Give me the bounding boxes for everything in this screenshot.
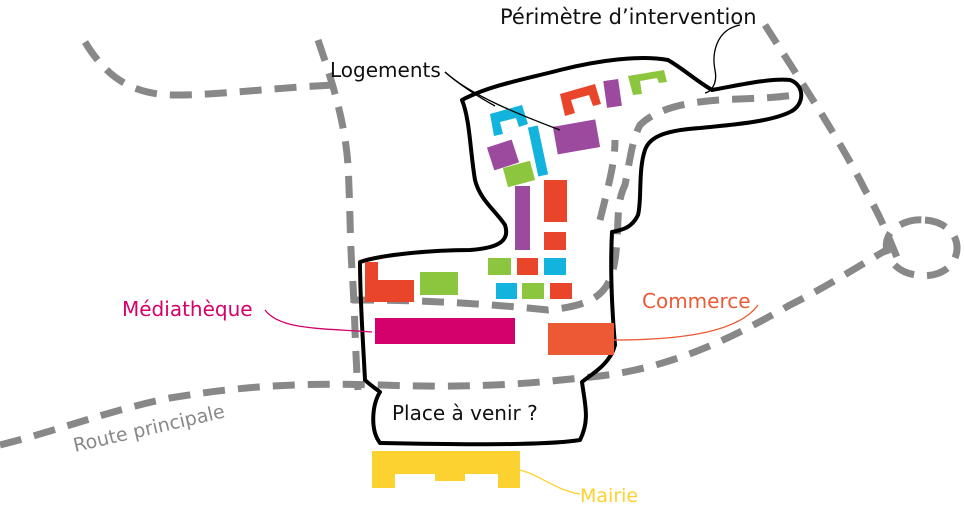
- leader-mairie: [519, 469, 581, 495]
- logement-block-cyan-bar: [527, 125, 549, 177]
- logement-block-red-bracket: [560, 84, 601, 116]
- mairie-block: [372, 451, 520, 488]
- road-top-left-curve: [82, 40, 336, 99]
- logement-block-green-1: [502, 160, 536, 188]
- logement-block-cyan-2: [496, 283, 517, 299]
- logement-block-red-4: [550, 283, 572, 299]
- logement-block-green-2: [488, 258, 511, 275]
- logement-block-purple-3: [603, 79, 622, 108]
- label-commerce: Commerce: [642, 289, 751, 313]
- leader-commerce: [613, 304, 759, 341]
- roads: [0, 23, 961, 449]
- logement-block-green-4: [420, 272, 458, 295]
- logement-block-red-3: [517, 258, 538, 275]
- label-perimetre-intervention: Périmètre d’intervention: [500, 5, 757, 29]
- road-inner-left-segment: [596, 139, 619, 221]
- label-mediatheque: Médiathèque: [122, 297, 253, 321]
- leader-mediatheque: [264, 309, 373, 333]
- road-inner-dashed: [351, 90, 801, 314]
- perimetre-intervention-outline: [358, 56, 804, 447]
- logement-block-red-2: [544, 232, 566, 250]
- road-right-diagonal: [762, 23, 904, 267]
- leader-lines: [264, 24, 759, 495]
- roundabout: [882, 216, 961, 280]
- logement-block-green-3: [522, 283, 544, 299]
- logement-block-purple-2: [552, 119, 601, 155]
- road-left-vertical: [314, 38, 362, 391]
- label-place-a-venir: Place à venir ?: [392, 401, 538, 425]
- logements-blocks: [365, 70, 667, 302]
- logement-block-cyan-1: [544, 258, 566, 275]
- mediatheque-block: [375, 318, 515, 344]
- label-mairie: Mairie: [580, 485, 638, 507]
- logement-block-cyan-bracket: [490, 105, 528, 136]
- logement-block-purple-4: [515, 186, 530, 250]
- logement-block-red-large: [365, 262, 414, 302]
- road-principale: [0, 241, 897, 449]
- label-route-principale: Route principale: [71, 401, 227, 457]
- logement-block-red-1: [544, 180, 567, 222]
- leader-logements-2: [444, 71, 561, 131]
- logement-block-purple-1: [486, 139, 520, 171]
- label-logements: Logements: [330, 58, 441, 82]
- commerce-block: [548, 323, 614, 355]
- logement-block-green-bracket: [628, 70, 667, 95]
- leader-perimetre: [704, 24, 741, 94]
